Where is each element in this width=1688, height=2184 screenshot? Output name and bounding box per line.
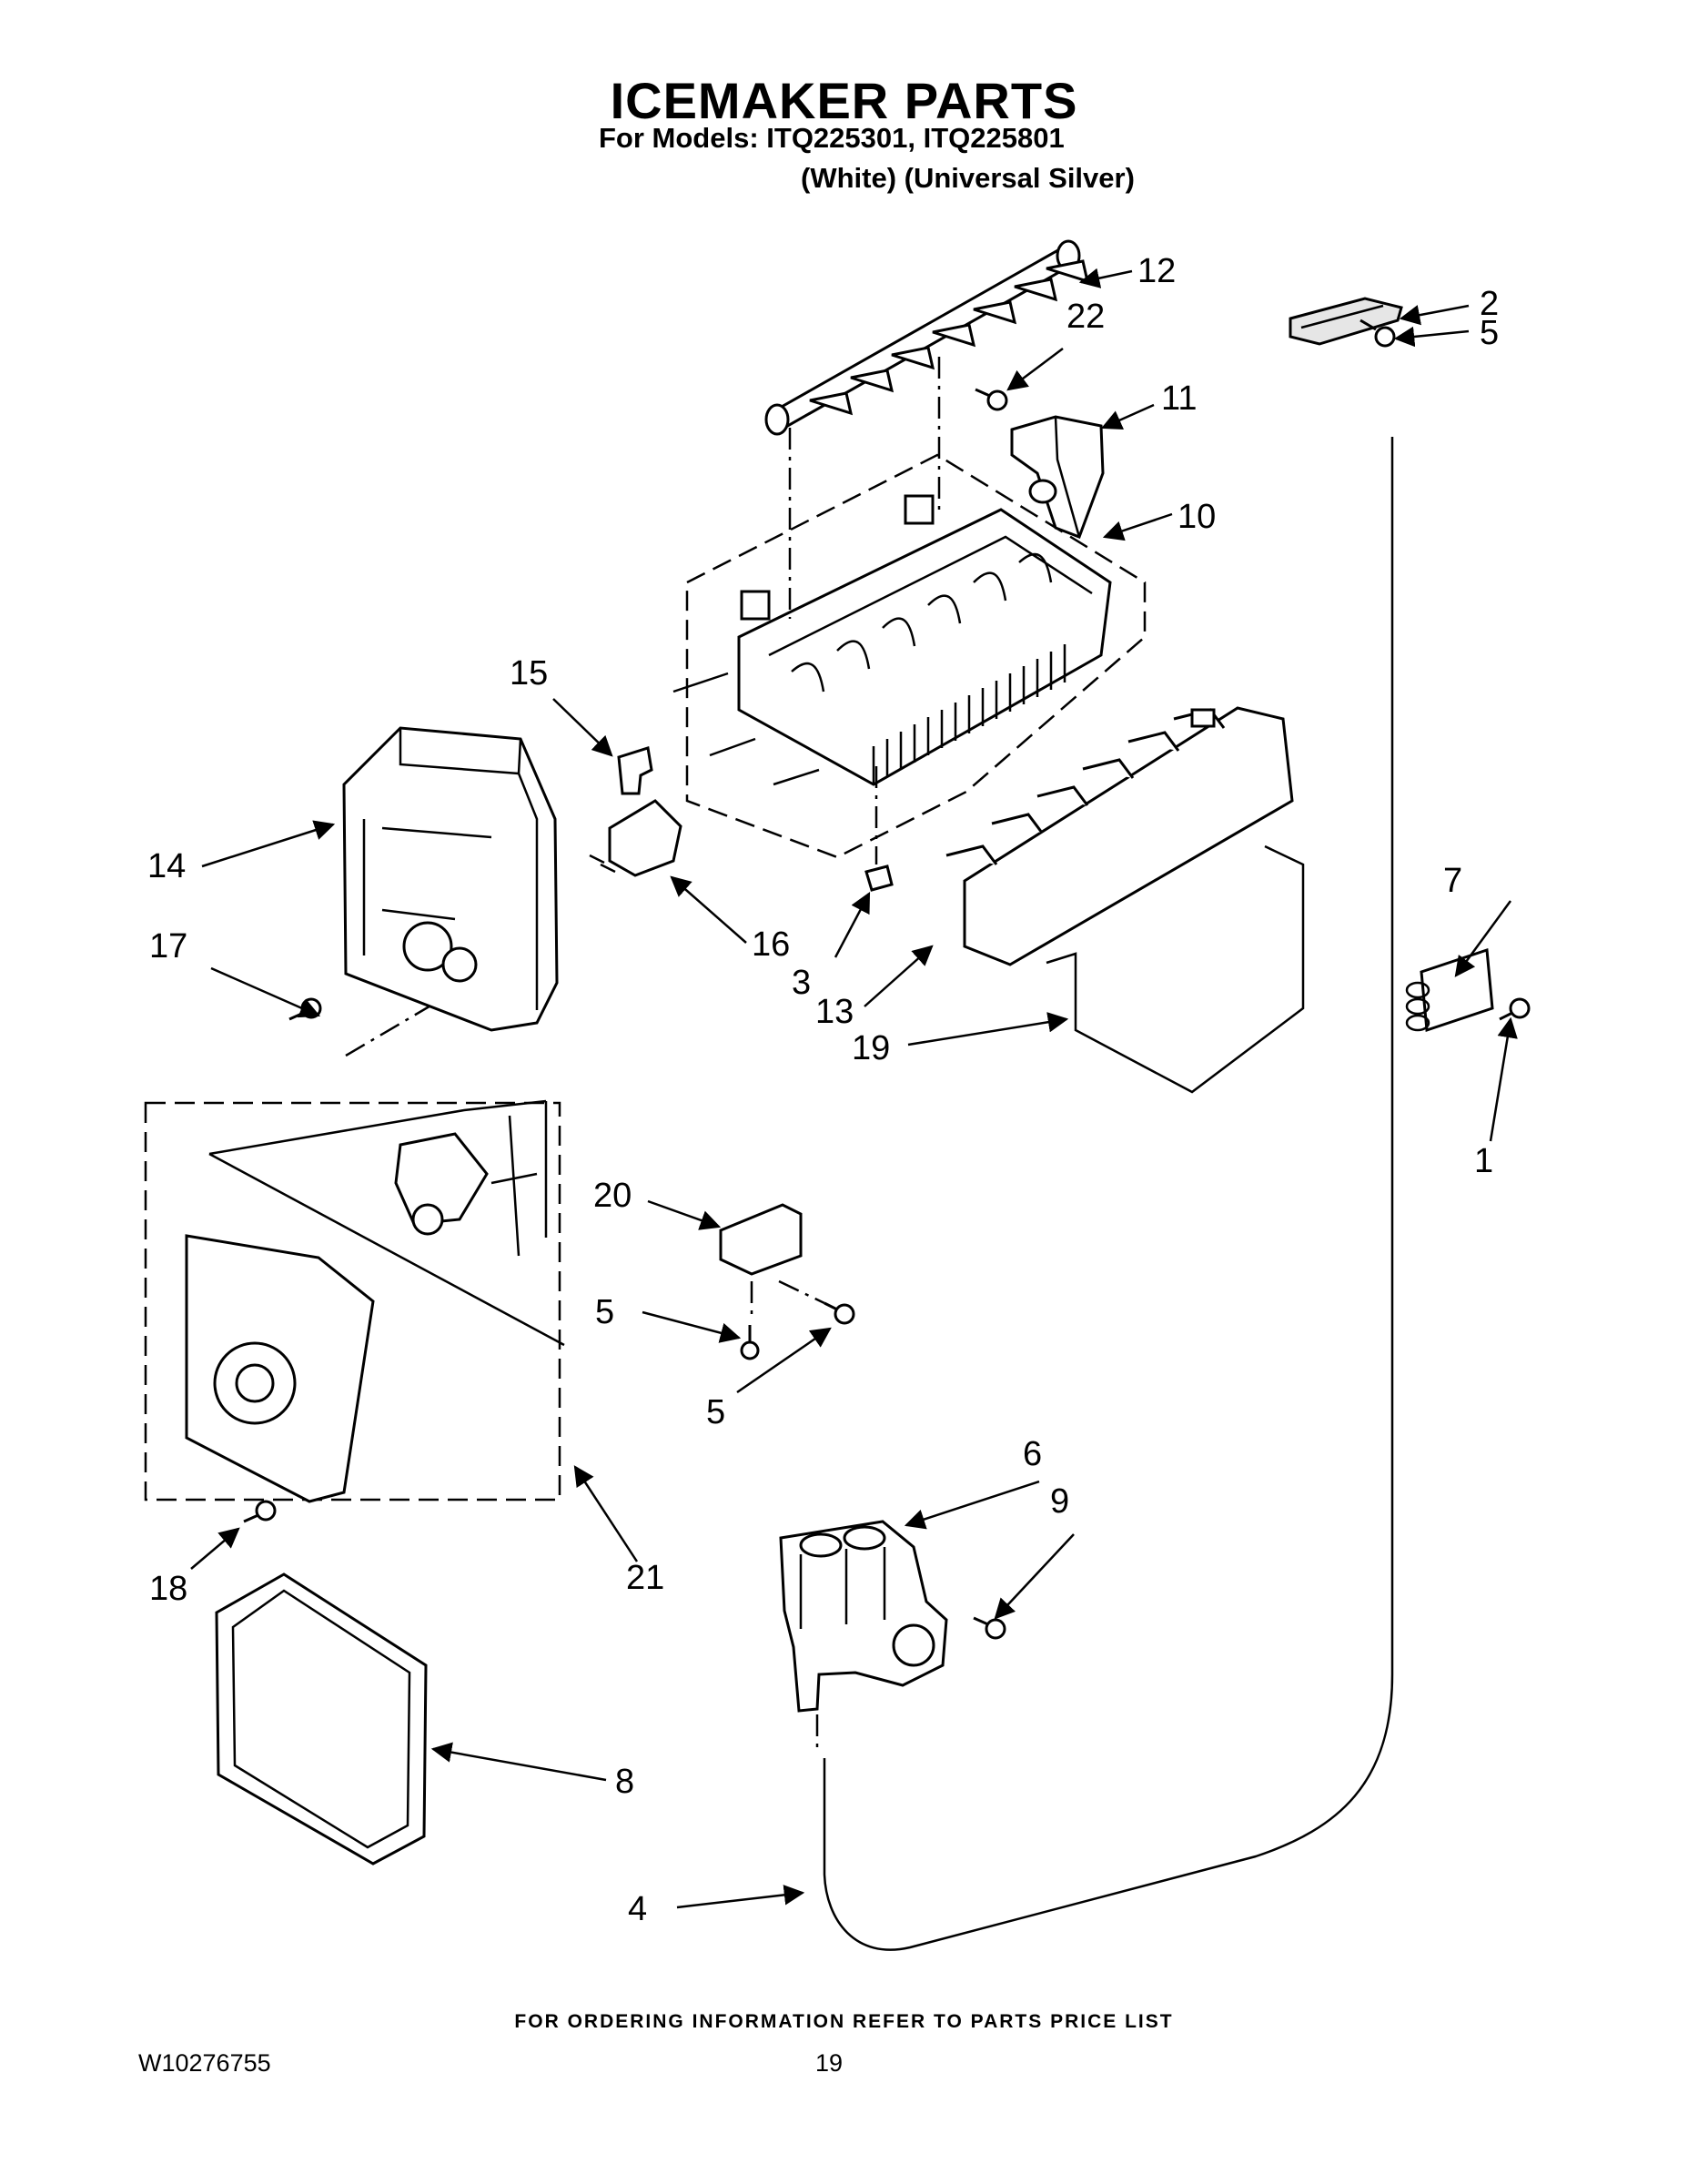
part-14-housing bbox=[342, 726, 559, 1032]
callout-21: 21 bbox=[626, 1559, 664, 1597]
part-21-motor-assembly bbox=[144, 1099, 565, 1503]
callout-3: 3 bbox=[792, 964, 811, 1002]
document-number: W10276755 bbox=[138, 2049, 271, 2077]
callout-22: 22 bbox=[1066, 298, 1105, 336]
part-1-screw bbox=[1499, 997, 1531, 1021]
callout-11: 11 bbox=[1161, 379, 1197, 418]
page-number: 19 bbox=[815, 2049, 844, 2077]
callout-5-top: 5 bbox=[1480, 314, 1499, 352]
callout-9: 9 bbox=[1050, 1482, 1069, 1521]
part-7-clamp bbox=[1405, 947, 1494, 1033]
part-13-stripper bbox=[945, 706, 1294, 966]
leader-lines bbox=[190, 268, 1518, 1909]
callout-1: 1 bbox=[1474, 1142, 1493, 1180]
callout-2: 2 bbox=[1480, 285, 1499, 323]
part-11-bracket bbox=[1010, 415, 1105, 539]
part-9-screw bbox=[973, 1616, 1006, 1640]
part-6-water-valve bbox=[779, 1520, 948, 1713]
callout-12: 12 bbox=[1137, 252, 1176, 290]
part-12-ejector-shaft bbox=[764, 239, 1090, 436]
part-20-bracket bbox=[719, 1203, 803, 1276]
callout-19: 19 bbox=[852, 1029, 890, 1067]
part-16-thermostat bbox=[589, 799, 682, 877]
models-line: For Models: ITQ225301, ITQ225801 bbox=[599, 122, 1065, 154]
callout-8: 8 bbox=[615, 1763, 634, 1801]
colors-line: (White) (Universal Silver) bbox=[801, 162, 1135, 194]
part-4-tubing bbox=[823, 437, 1394, 1951]
callout-16: 16 bbox=[752, 925, 790, 964]
callout-numbers: 12 2 5 22 11 10 15 14 16 7 17 3 13 19 1 … bbox=[147, 252, 1499, 1928]
callout-17: 17 bbox=[149, 927, 187, 966]
part-3-clip bbox=[864, 864, 894, 892]
callout-14: 14 bbox=[147, 847, 186, 885]
callout-4: 4 bbox=[628, 1890, 647, 1928]
callout-18: 18 bbox=[149, 1570, 187, 1608]
callout-20: 20 bbox=[593, 1177, 632, 1215]
page-title: ICEMAKER PARTS bbox=[610, 72, 1078, 129]
part-2-clip bbox=[1289, 297, 1403, 346]
callout-13: 13 bbox=[815, 993, 854, 1031]
part-22-screw bbox=[975, 388, 1008, 411]
part-8-cover bbox=[215, 1572, 428, 1866]
callout-15: 15 bbox=[510, 654, 548, 693]
part-18-screw bbox=[243, 1500, 277, 1523]
callout-5-middle: 5 bbox=[595, 1293, 614, 1331]
callout-6: 6 bbox=[1023, 1435, 1042, 1473]
part-15-clip bbox=[617, 746, 653, 795]
callout-5-bottom: 5 bbox=[706, 1393, 725, 1431]
guide-line-screw5-b bbox=[778, 1279, 825, 1305]
part-5-screw-left bbox=[740, 1325, 760, 1360]
ordering-note: FOR ORDERING INFORMATION REFER TO PARTS … bbox=[514, 2011, 1174, 2032]
part-5-screw-right bbox=[824, 1301, 855, 1325]
callout-10: 10 bbox=[1178, 498, 1216, 536]
callout-7: 7 bbox=[1443, 862, 1462, 900]
part-19-shutoff-arm bbox=[1046, 844, 1305, 1094]
part-10-mold-assembly bbox=[672, 453, 1147, 859]
